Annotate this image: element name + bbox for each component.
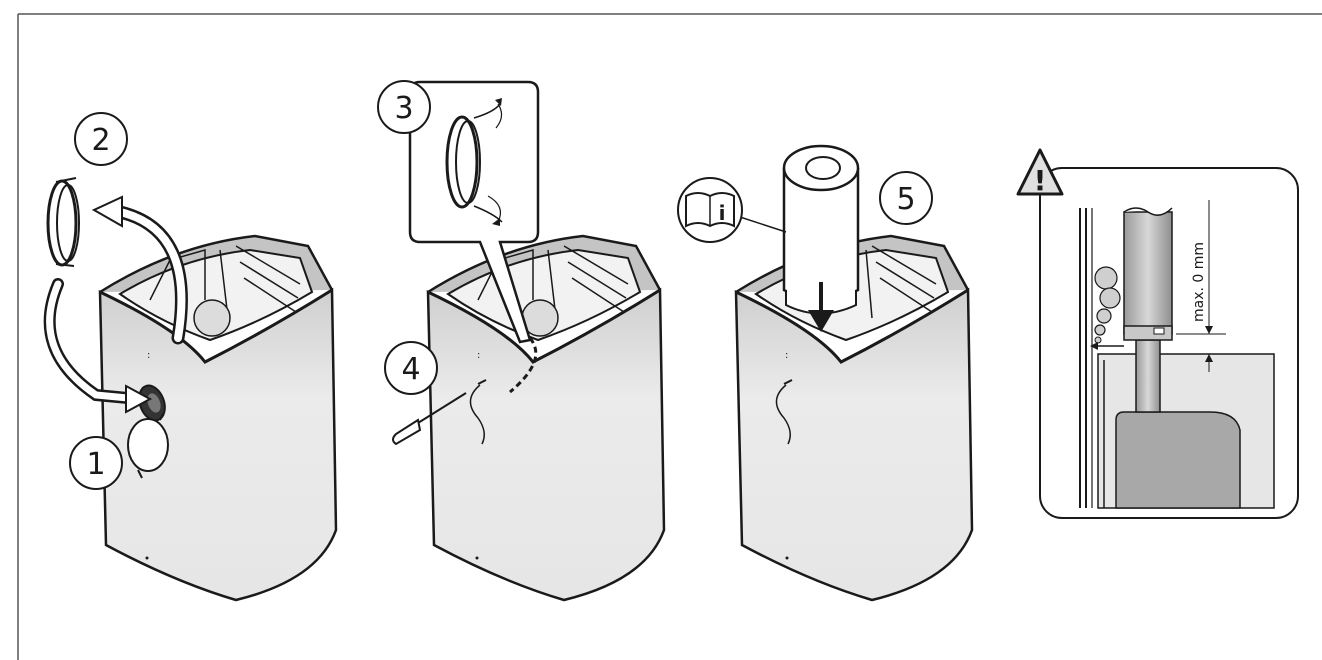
- warning-exclamation: !: [1034, 164, 1047, 197]
- detail-callout-3: [408, 80, 540, 344]
- manual-info-icon: i: [677, 177, 743, 243]
- stove-panel-3: :: [734, 144, 974, 602]
- svg-text::: :: [147, 350, 150, 361]
- step-1-badge: 1: [69, 436, 123, 490]
- svg-text::: :: [785, 350, 788, 361]
- step-2-number: 2: [91, 123, 110, 158]
- stove-panel-1: :: [98, 234, 338, 602]
- step-2-badge: 2: [74, 112, 128, 166]
- ring-part-2: [46, 177, 80, 267]
- warning-triangle-icon: !: [1016, 148, 1064, 197]
- dimension-label: max. 0 mm: [1191, 242, 1207, 322]
- step-5-badge: 5: [879, 171, 933, 225]
- step-1-number: 1: [86, 447, 105, 482]
- curved-arrow-upper: [91, 195, 188, 345]
- step-5-number: 5: [896, 182, 915, 217]
- step-3-badge: 3: [377, 80, 431, 134]
- warning-detail-panel: max. 0 mm: [1039, 167, 1299, 519]
- stove-panel-2: :: [392, 234, 666, 602]
- svg-text::: :: [477, 350, 480, 361]
- curved-arrow-lower: [43, 278, 153, 414]
- step-4-badge: 4: [384, 341, 438, 395]
- step-4-number: 4: [401, 352, 420, 387]
- step-3-number: 3: [394, 91, 413, 126]
- manual-info-glyph: i: [719, 201, 726, 225]
